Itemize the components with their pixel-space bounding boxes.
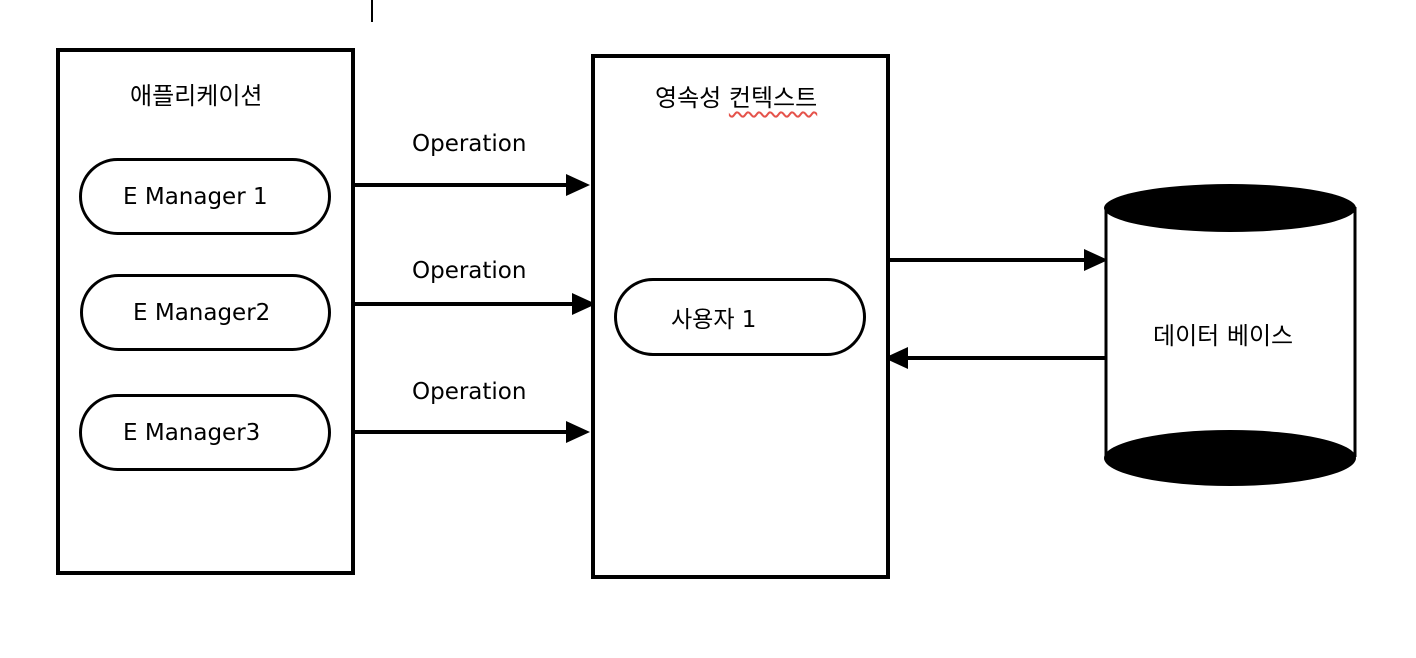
entity-manager-3[interactable]: E Manager3 [79, 394, 331, 471]
entity-manager-1-label: E Manager 1 [123, 183, 268, 210]
database-to-context-arrow [884, 347, 1106, 369]
operation-label-1: Operation [412, 131, 527, 157]
application-title: 애플리케이션 [130, 82, 263, 110]
database-cylinder [1104, 184, 1357, 486]
operation-arrow-3 [328, 421, 590, 443]
entity-manager-2-label: E Manager2 [133, 299, 271, 326]
database-label: 데이터 베이스 [1153, 322, 1294, 350]
operation-arrow-2 [330, 293, 596, 315]
operation-label-3: Operation [412, 379, 527, 405]
persistence-context-title-marked: 컨텍스트 [728, 84, 818, 112]
context-to-database-arrow [884, 249, 1108, 271]
entity-manager-1[interactable]: E Manager 1 [79, 158, 331, 235]
persistence-context-title: 영속성 컨텍스트 [655, 78, 817, 113]
entity-manager-3-label: E Manager3 [123, 419, 261, 446]
entity-manager-2[interactable]: E Manager2 [80, 274, 331, 351]
operation-label-2: Operation [412, 258, 527, 284]
operation-arrow-1 [328, 174, 590, 196]
persistence-context-title-plain: 영속성 [655, 84, 729, 112]
managed-entity-user-1[interactable]: 사용자 1 [614, 278, 866, 356]
managed-entity-label: 사용자 1 [671, 307, 757, 333]
